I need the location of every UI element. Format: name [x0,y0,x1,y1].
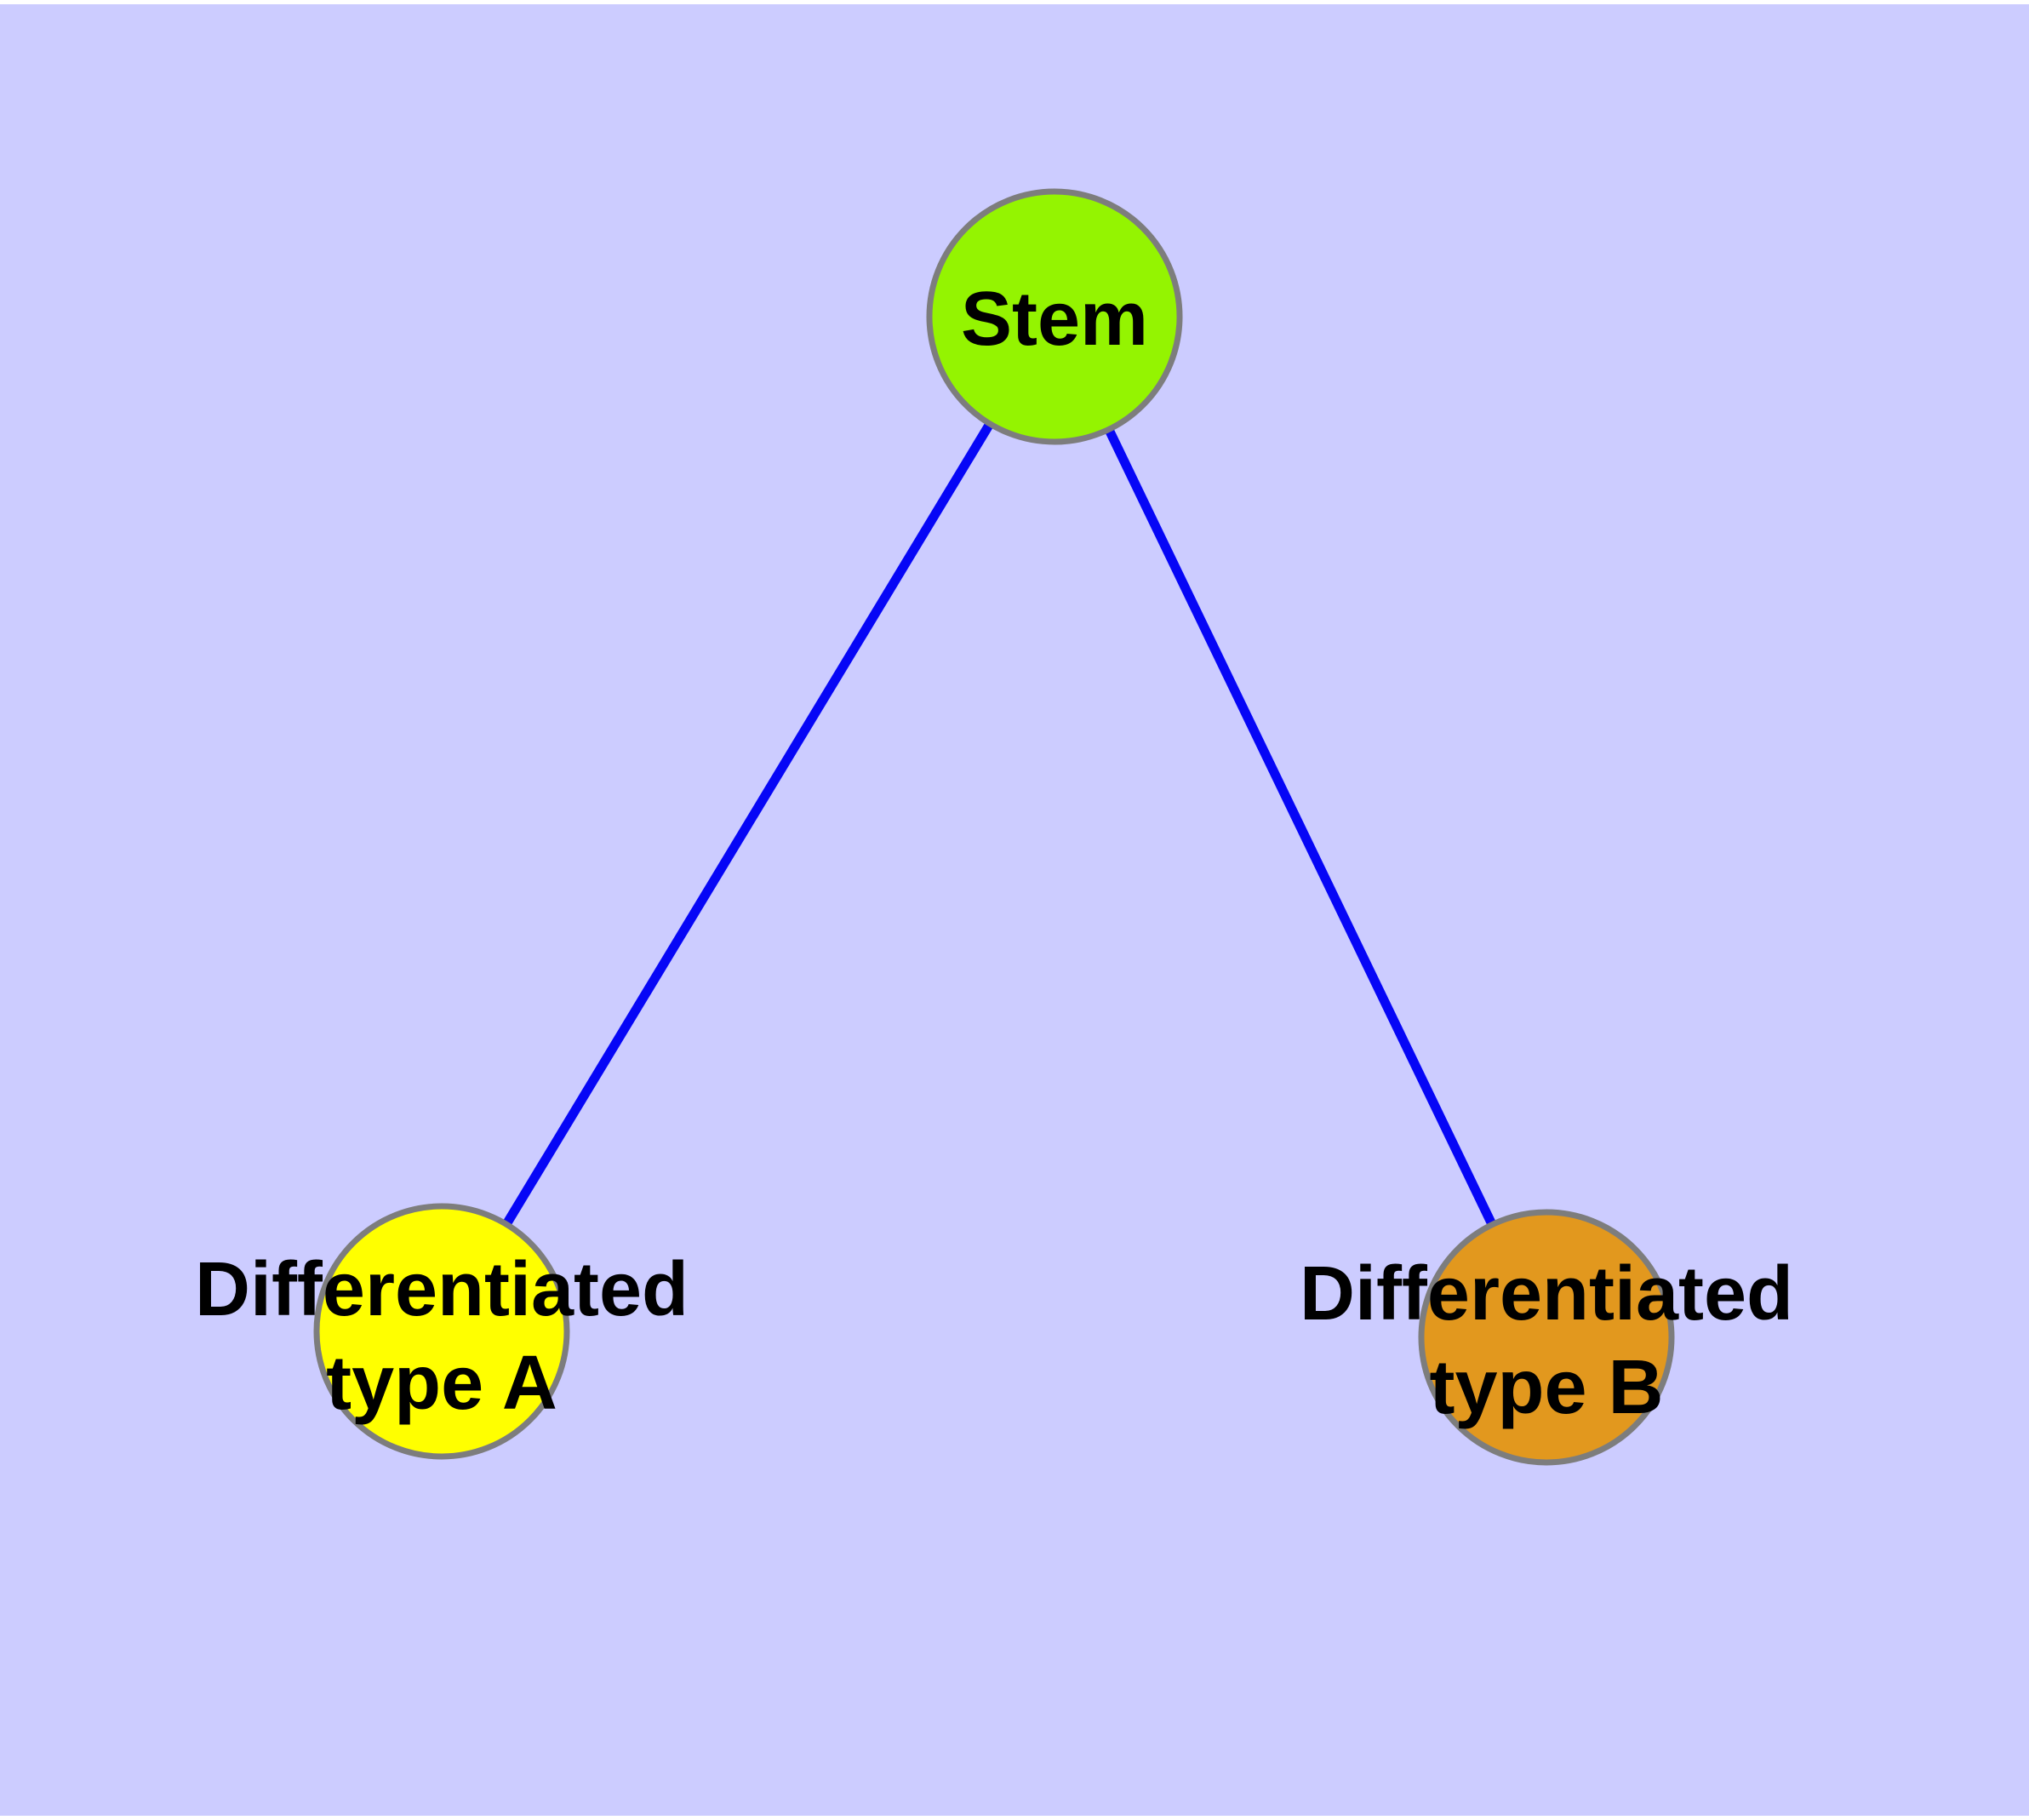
node-type-b-label-line2: type B [1429,1345,1663,1430]
node-type-a-label-line1: Differentiated [195,1247,689,1332]
edge-stem-to-type-a [437,314,1059,1334]
edge-stem-to-type-b [1050,314,1551,1340]
node-type-b-circle [1418,1209,1675,1466]
node-type-a-label-line2: type A [326,1341,557,1426]
node-type-a-circle [313,1203,570,1460]
node-stem-circle [926,188,1183,445]
node-type-b-label-line1: Differentiated [1300,1251,1793,1336]
node-stem-label: Stem [961,277,1148,362]
